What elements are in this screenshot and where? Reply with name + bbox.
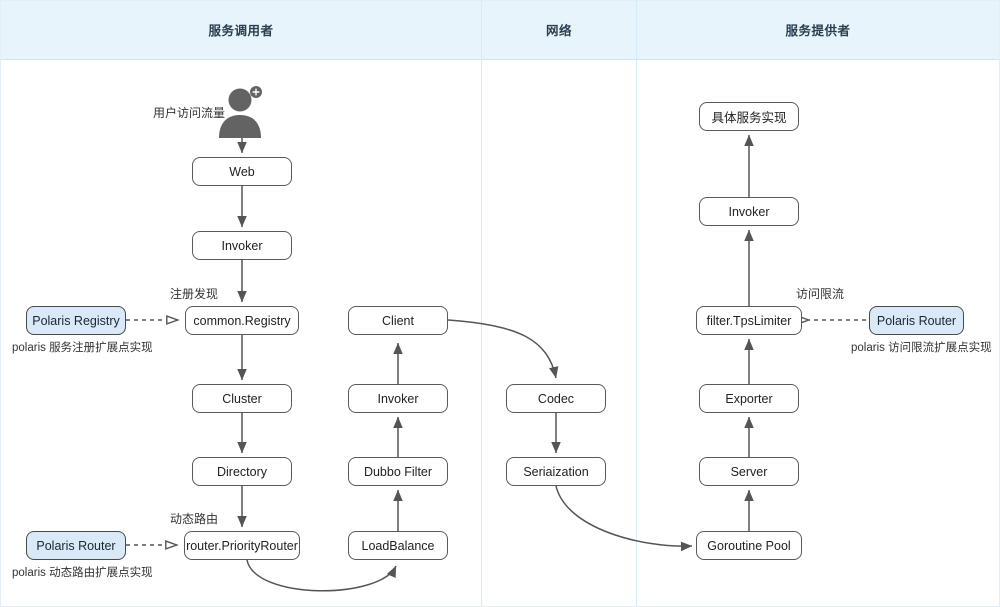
node-web-label: Web: [229, 164, 255, 179]
node-directory-label: Directory: [216, 464, 267, 479]
lane-divider-2: [636, 0, 637, 607]
node-web[interactable]: Web: [192, 157, 292, 186]
node-dubbo-filter-label: Dubbo Filter: [363, 464, 433, 479]
lane-header-provider: 服务提供者: [636, 0, 1000, 60]
node-exporter-label: Exporter: [725, 391, 773, 406]
node-common-registry[interactable]: common.Registry: [185, 306, 299, 335]
node-polaris-router-consumer-label: Polaris Router: [36, 538, 116, 553]
node-polaris-router-provider-label: Polaris Router: [876, 313, 957, 328]
note-polaris-registry: polaris 服务注册扩展点实现: [12, 342, 153, 354]
node-service-impl[interactable]: 具体服务实现: [699, 102, 799, 131]
node-goroutine-pool-label: Goroutine Pool: [707, 538, 791, 553]
edge-seriaization-to-goroutine: [555, 485, 693, 552]
node-polaris-router-provider[interactable]: Polaris Router: [869, 306, 964, 335]
node-cluster[interactable]: Cluster: [192, 384, 292, 413]
lane-title-consumer: 服务调用者: [208, 24, 274, 38]
lane-header-consumer: 服务调用者: [0, 0, 482, 60]
node-loadbalance-label: LoadBalance: [361, 538, 435, 553]
node-seriaization-label: Seriaization: [523, 464, 589, 479]
node-priority-router-label: router.PriorityRouter: [186, 538, 298, 553]
user-traffic-label: 用户访问流量: [153, 106, 226, 120]
user-traffic-icon-svg: [219, 86, 262, 138]
node-cluster-label: Cluster: [222, 391, 262, 406]
node-common-registry-label: common.Registry: [193, 313, 291, 328]
node-goroutine-pool[interactable]: Goroutine Pool: [696, 531, 802, 560]
lane-header-network: 网络: [482, 0, 636, 60]
node-tps-limiter[interactable]: filter.TpsLimiter: [696, 306, 802, 335]
node-invoker-client-label: Invoker: [377, 391, 419, 406]
note-polaris-router: polaris 动态路由扩展点实现: [12, 567, 153, 579]
note-polaris-tps: polaris 访问限流扩展点实现: [851, 342, 992, 354]
node-codec-label: Codec: [537, 391, 575, 406]
node-directory[interactable]: Directory: [192, 457, 292, 486]
edge-router-to-loadbalance: [246, 559, 397, 592]
node-client[interactable]: Client: [348, 306, 448, 335]
node-server[interactable]: Server: [699, 457, 799, 486]
node-polaris-registry-label: Polaris Registry: [32, 313, 120, 328]
node-server-label: Server: [730, 464, 768, 479]
edge-label-dynamic-route: 动态路由: [170, 512, 219, 526]
edge-client-to-codec: [447, 319, 559, 379]
node-client-label: Client: [382, 313, 414, 328]
edge-label-access-limit: 访问限流: [796, 287, 845, 301]
node-loadbalance[interactable]: LoadBalance: [348, 531, 448, 560]
node-priority-router[interactable]: router.PriorityRouter: [184, 531, 300, 560]
node-exporter[interactable]: Exporter: [699, 384, 799, 413]
node-seriaization[interactable]: Seriaization: [506, 457, 606, 486]
node-invoker-consumer[interactable]: Invoker: [192, 231, 292, 260]
lane-title-provider: 服务提供者: [785, 24, 851, 38]
node-dubbo-filter[interactable]: Dubbo Filter: [348, 457, 448, 486]
node-polaris-registry[interactable]: Polaris Registry: [26, 306, 126, 335]
node-invoker-provider[interactable]: Invoker: [699, 197, 799, 226]
node-invoker-client[interactable]: Invoker: [348, 384, 448, 413]
node-tps-limiter-label: filter.TpsLimiter: [706, 313, 792, 328]
node-polaris-router-consumer[interactable]: Polaris Router: [26, 531, 126, 560]
node-codec[interactable]: Codec: [506, 384, 606, 413]
lane-divider-1: [481, 0, 482, 607]
user-traffic-icon: [213, 86, 273, 143]
node-invoker-consumer-label: Invoker: [221, 238, 263, 253]
edge-label-register-discovery: 注册发现: [170, 287, 219, 301]
node-invoker-provider-label: Invoker: [728, 204, 770, 219]
lane-title-network: 网络: [545, 24, 572, 38]
node-service-impl-label: 具体服务实现: [711, 111, 787, 125]
